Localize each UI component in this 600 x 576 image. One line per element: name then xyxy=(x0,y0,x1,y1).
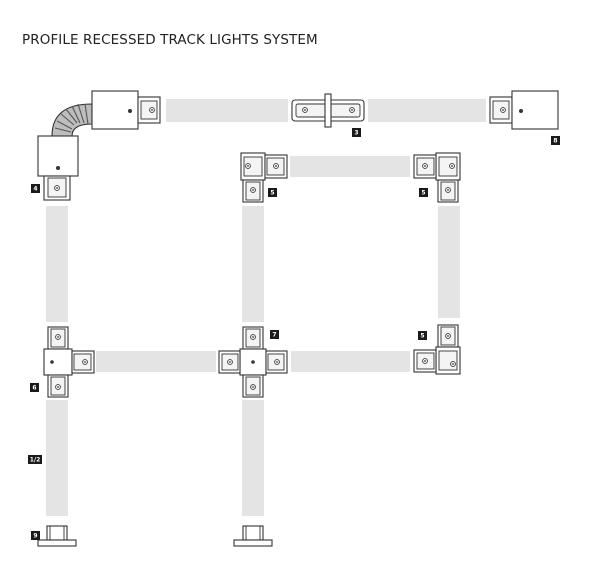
rail-mid-upper xyxy=(242,206,264,322)
flexible-corner-connector xyxy=(37,90,161,201)
svg-text:7: 7 xyxy=(272,331,276,338)
end-feed-box xyxy=(489,90,559,130)
label-7: 7 xyxy=(270,330,279,339)
rail-left-lower xyxy=(46,400,68,516)
rail-inner-top xyxy=(290,156,410,177)
rail-left-upper xyxy=(46,206,68,322)
label-3: 3 xyxy=(352,128,361,137)
label-4: 4 xyxy=(31,184,40,193)
svg-text:1/2: 1/2 xyxy=(30,456,41,463)
label-9: 9 xyxy=(31,531,40,540)
rail-mid-lower xyxy=(242,400,264,516)
end-cap-center xyxy=(233,525,273,547)
end-cap-left xyxy=(37,525,77,547)
label-1-2: 1/2 xyxy=(28,455,42,464)
rail-top-right xyxy=(368,99,486,122)
x-connector-center xyxy=(218,326,288,398)
svg-text:5: 5 xyxy=(270,189,274,196)
svg-text:4: 4 xyxy=(33,185,37,192)
label-6: 6 xyxy=(30,383,39,392)
l-connector-top-right xyxy=(413,152,461,203)
label-8: 8 xyxy=(551,136,560,145)
svg-text:5: 5 xyxy=(421,189,425,196)
svg-text:5: 5 xyxy=(420,332,424,339)
svg-text:8: 8 xyxy=(553,137,557,144)
l-connector-bottom-right xyxy=(413,324,461,375)
label-5-bottom-right: 5 xyxy=(418,331,427,340)
l-connector-top-left xyxy=(240,152,288,203)
rail-top-left xyxy=(166,99,288,122)
svg-text:3: 3 xyxy=(354,129,358,136)
t-connector-left xyxy=(43,326,95,398)
track-rails xyxy=(46,99,486,516)
rail-mid-left xyxy=(96,351,216,372)
label-5-top-left: 5 xyxy=(268,188,277,197)
label-5-top-right: 5 xyxy=(419,188,428,197)
rail-mid-right xyxy=(291,351,410,372)
rail-right-upper xyxy=(438,206,460,318)
straight-connector xyxy=(291,93,365,128)
svg-text:9: 9 xyxy=(33,532,37,539)
diagram-title: PROFILE RECESSED TRACK LIGHTS SYSTEM xyxy=(22,32,318,48)
svg-text:6: 6 xyxy=(32,384,36,391)
